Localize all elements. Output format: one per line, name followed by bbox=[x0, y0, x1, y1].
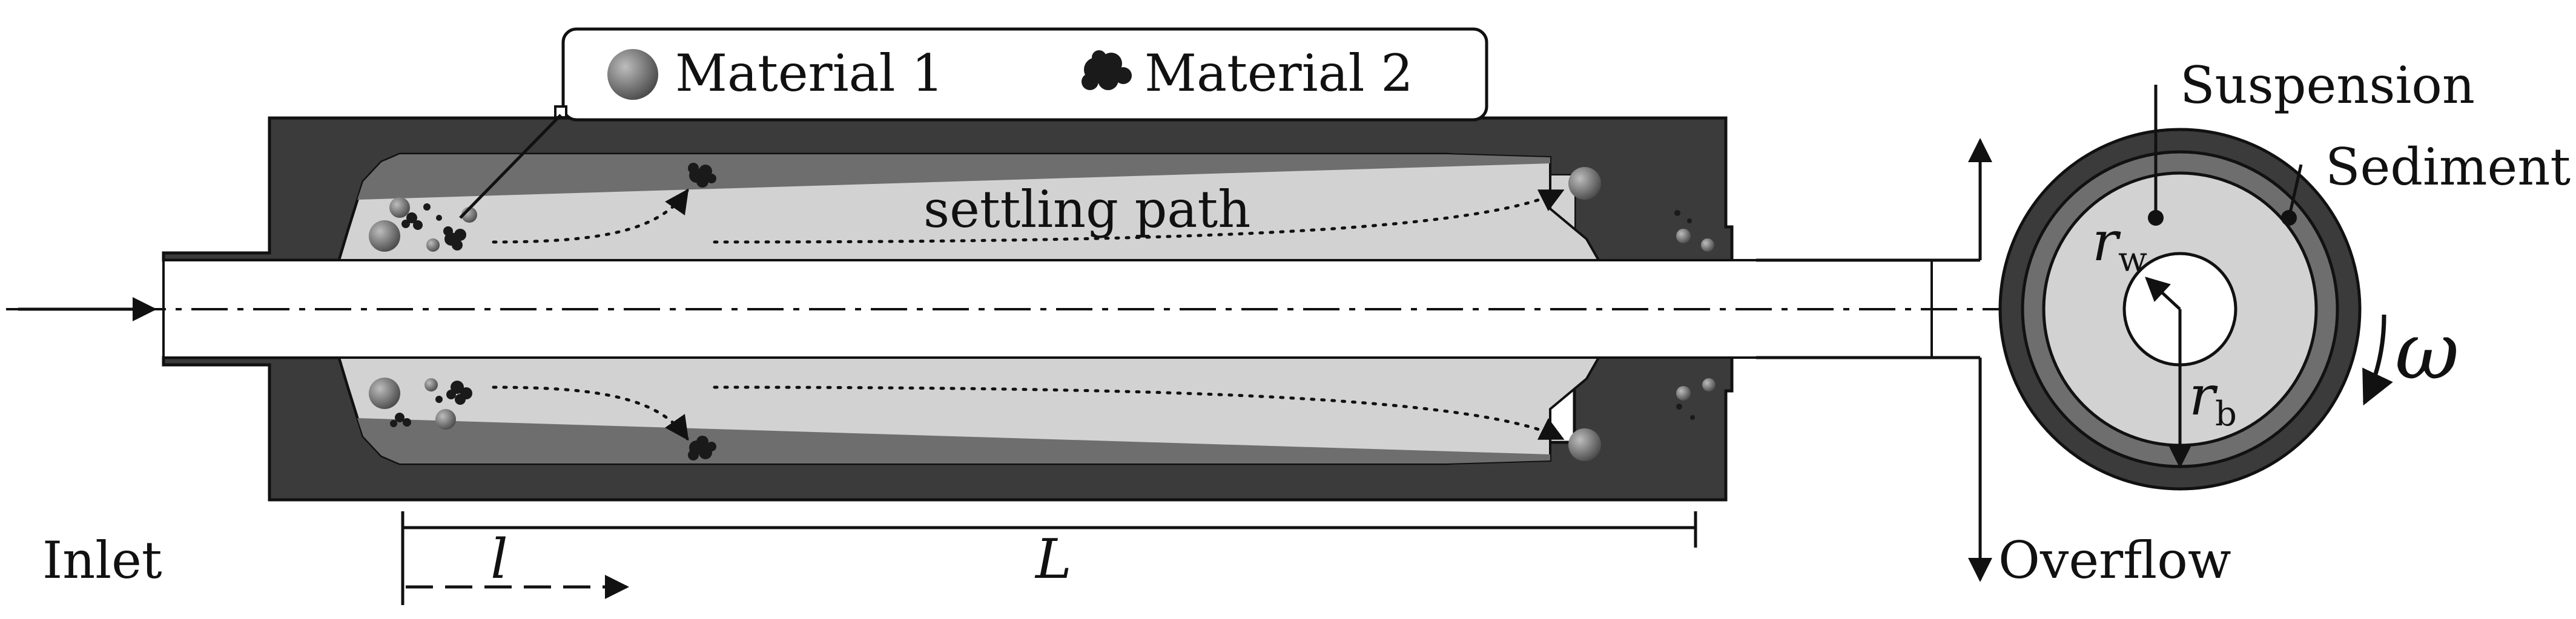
settling-path-label: settling path bbox=[923, 180, 1250, 239]
material1-particle bbox=[1702, 378, 1716, 391]
sediment-bottom bbox=[357, 418, 1550, 463]
material2-particle bbox=[436, 215, 442, 221]
material2-particle bbox=[1676, 404, 1682, 410]
material2-particle bbox=[1690, 415, 1695, 420]
material2-particle bbox=[446, 381, 472, 405]
material1-particle bbox=[1701, 238, 1714, 252]
material1-particle bbox=[1568, 167, 1601, 200]
material2-particle bbox=[390, 413, 411, 427]
legend-box bbox=[561, 27, 1488, 122]
legend-leader-anchor bbox=[554, 105, 567, 119]
settling-path-bottom-material2 bbox=[492, 385, 689, 441]
material2-particle bbox=[688, 436, 716, 460]
settling-paths bbox=[492, 188, 1565, 441]
material1-particle bbox=[369, 378, 400, 409]
settling-path-top-material1 bbox=[713, 189, 1565, 244]
material1-particle bbox=[426, 238, 440, 252]
material2-legend-icon bbox=[1082, 50, 1132, 90]
material1-particle bbox=[424, 378, 438, 391]
material1-particle bbox=[1568, 428, 1601, 461]
material2-particle bbox=[1687, 218, 1692, 223]
particles bbox=[369, 163, 1716, 461]
material1-particle bbox=[1676, 229, 1691, 243]
material2-particle bbox=[443, 226, 466, 251]
overflow-label: Overflow bbox=[1998, 531, 2231, 590]
settling-path-bottom-material1 bbox=[713, 385, 1565, 441]
suspension-marker bbox=[2148, 210, 2164, 226]
material2-legend-label: Material 2 bbox=[1144, 44, 1413, 103]
sediment-label: Sediment bbox=[2325, 137, 2571, 197]
material1-legend-label: Material 1 bbox=[675, 44, 944, 103]
material2-particle bbox=[423, 203, 431, 211]
legend-leader-line bbox=[459, 114, 562, 219]
r-b-label: rb bbox=[2189, 364, 2237, 434]
legend: Material 1 Material 2 bbox=[459, 27, 1488, 219]
bowl-section bbox=[6, 116, 2192, 582]
settling-path-top-material2 bbox=[492, 188, 689, 244]
sediment-marker bbox=[2281, 210, 2297, 226]
material2-particle bbox=[435, 396, 443, 403]
cross-section bbox=[1998, 85, 2393, 491]
suspension-label: Suspension bbox=[2180, 56, 2475, 115]
r-w-label: rw bbox=[2092, 210, 2147, 280]
l-label: l bbox=[490, 528, 508, 591]
material1-particle bbox=[435, 409, 456, 430]
material2-particle bbox=[688, 163, 716, 188]
material1-particle bbox=[389, 197, 410, 218]
material1-particle bbox=[369, 220, 400, 252]
sediment-top bbox=[357, 154, 1550, 200]
dimensions: l L bbox=[401, 511, 1697, 605]
material1-particle bbox=[1676, 386, 1691, 401]
material2-particle bbox=[401, 212, 423, 230]
r-w-arrow bbox=[2145, 277, 2181, 310]
L-label: L bbox=[1034, 528, 1072, 591]
material2-particle bbox=[1674, 210, 1680, 216]
omega-label: ω bbox=[2395, 305, 2459, 397]
inlet-label: Inlet bbox=[42, 531, 162, 590]
material1-legend-icon bbox=[607, 49, 658, 100]
rotation-arrow bbox=[2362, 314, 2393, 406]
